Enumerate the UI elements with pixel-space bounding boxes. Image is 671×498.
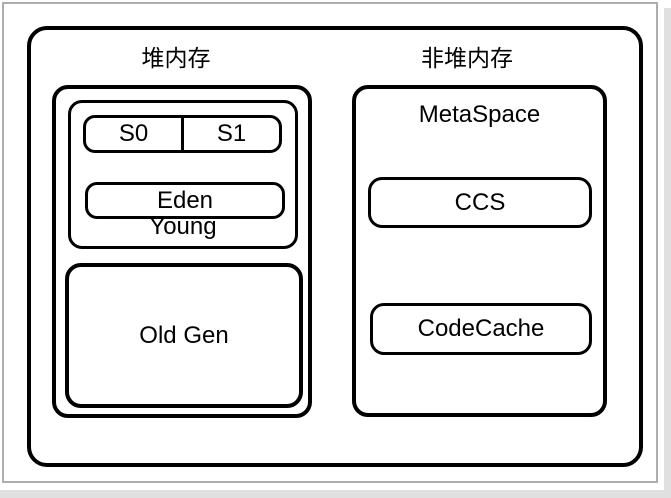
survivor-spaces-box: S0 S1 — [83, 115, 282, 153]
heap-memory-title: 堆内存 — [141, 45, 211, 71]
codecache-box: CodeCache — [370, 303, 592, 355]
screenshot-frame — [2, 2, 658, 483]
metaspace-container-box — [352, 85, 607, 417]
ccs-box: CCS — [368, 177, 592, 228]
jvm-memory-outer-box — [27, 26, 643, 467]
s0-survivor-cell: S0 — [86, 118, 184, 150]
non-heap-memory-title: 非堆内存 — [421, 45, 513, 71]
s1-survivor-cell: S1 — [216, 120, 247, 147]
young-generation-box — [68, 100, 298, 249]
drop-shadow-bottom — [0, 490, 671, 498]
young-generation-label: Young — [149, 213, 217, 240]
eden-box: Eden — [85, 182, 285, 219]
old-gen-box: Old Gen — [65, 263, 303, 408]
heap-container-box — [52, 85, 312, 418]
drop-shadow-right — [664, 8, 671, 490]
metaspace-label: MetaSpace — [418, 101, 541, 128]
